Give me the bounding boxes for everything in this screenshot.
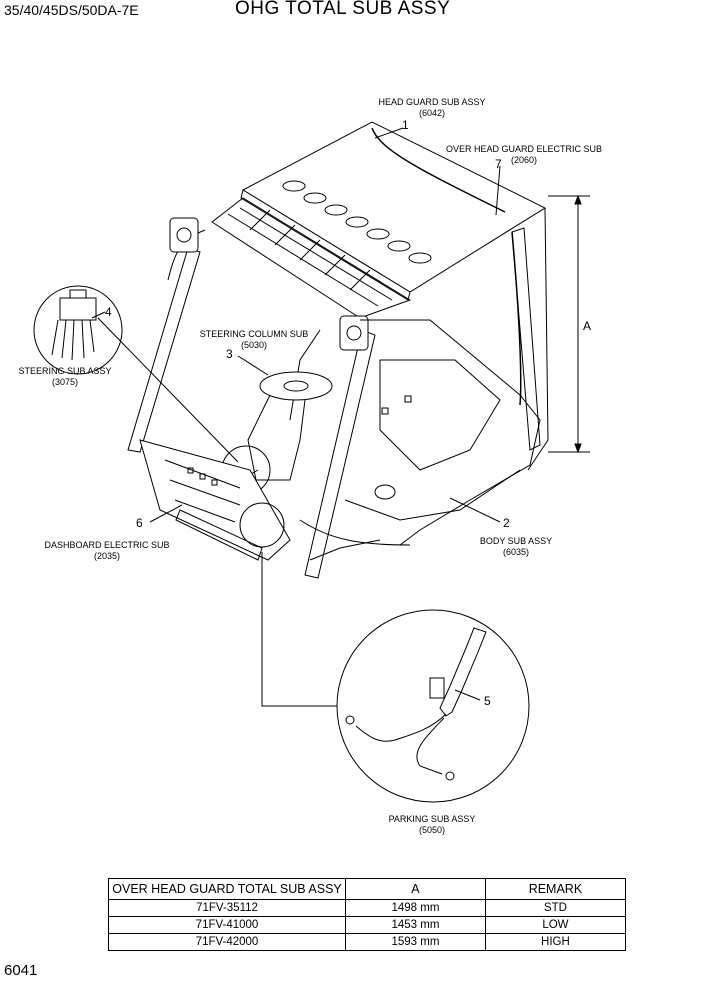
callout-num-3: 3 <box>226 347 233 361</box>
callout-body-code: (6035) <box>503 547 529 557</box>
table-cell-a: 1453 mm <box>345 916 486 934</box>
spec-table: OVER HEAD GUARD TOTAL SUB ASSY A REMARK … <box>107 878 627 951</box>
steering-detail-drawing <box>33 285 239 463</box>
table-cell-remark: LOW <box>484 916 627 934</box>
callout-steering-name: STEERING SUB ASSY <box>18 366 111 376</box>
callout-head-guard-code: (6042) <box>419 108 445 118</box>
table-header-assy: OVER HEAD GUARD TOTAL SUB ASSY <box>107 878 347 900</box>
dimension-a-label: A <box>583 319 591 333</box>
dimension-a <box>548 194 590 454</box>
table-cell-part: 71FV-35112 <box>107 899 347 917</box>
dashboard-drawing <box>139 439 291 561</box>
head-guard-drawing <box>211 121 547 319</box>
table-cell-remark: HIGH <box>484 933 627 951</box>
callout-ohg-electric-code: (2060) <box>511 155 537 165</box>
table-cell-a: 1498 mm <box>345 899 486 917</box>
callout-num-6: 6 <box>136 516 143 530</box>
table-row: 71FV-41000 1453 mm LOW <box>107 916 627 934</box>
callout-parking-name: PARKING SUB ASSY <box>389 814 476 824</box>
table-header-row: OVER HEAD GUARD TOTAL SUB ASSY A REMARK <box>107 878 627 900</box>
table-header-a: A <box>345 878 486 900</box>
page-title: OHG TOTAL SUB ASSY <box>235 0 451 19</box>
table-header-remark: REMARK <box>484 878 627 900</box>
callout-num-2: 2 <box>503 516 510 530</box>
parking-detail-drawing <box>261 552 530 803</box>
page-number: 6041 <box>4 962 38 979</box>
model-code: 35/40/45DS/50DA-7E <box>4 2 139 18</box>
callout-num-1: 1 <box>402 118 409 132</box>
callout-ohg-electric-name: OVER HEAD GUARD ELECTRIC SUB <box>446 144 602 154</box>
leader-lines <box>91 127 501 701</box>
callout-steering-column-name: STEERING COLUMN SUB <box>200 329 309 339</box>
callout-head-guard-name: HEAD GUARD SUB ASSY <box>378 97 485 107</box>
callout-steering-code: (3075) <box>52 377 78 387</box>
callout-parking-code: (5050) <box>419 825 445 835</box>
callout-dashboard-name: DASHBOARD ELECTRIC SUB <box>44 540 169 550</box>
table-cell-remark: STD <box>484 899 627 917</box>
table-row: 71FV-42000 1593 mm HIGH <box>107 933 627 951</box>
callout-body-name: BODY SUB ASSY <box>480 536 552 546</box>
table-cell-a: 1593 mm <box>345 933 486 951</box>
body-drawing <box>289 127 549 561</box>
callout-dashboard-code: (2035) <box>94 551 120 561</box>
table-cell-part: 71FV-42000 <box>107 933 347 951</box>
callout-num-7: 7 <box>495 157 502 171</box>
callout-steering-column-code: (5030) <box>241 340 267 350</box>
table-row: 71FV-35112 1498 mm STD <box>107 899 627 917</box>
callout-num-5: 5 <box>484 694 491 708</box>
exploded-drawing: HEAD GUARD SUB ASSY (6042) 1 OVER HEAD G… <box>18 97 602 835</box>
callout-num-4: 4 <box>105 305 112 319</box>
table-cell-part: 71FV-41000 <box>107 916 347 934</box>
front-pillars-drawing <box>127 217 376 579</box>
